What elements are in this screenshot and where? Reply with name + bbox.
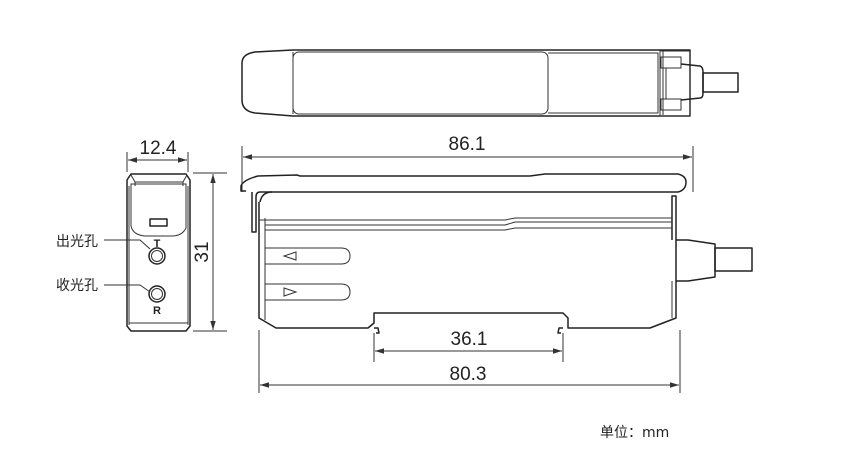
dimension-width: 12.4: [126, 138, 189, 172]
dimension-height: 31: [192, 172, 227, 332]
dimension-total-length-label: 86.1: [449, 134, 486, 155]
unit-label: 单位：mm: [600, 425, 669, 441]
top-view: [241, 49, 739, 117]
receiver-hole-label: 收光孔: [56, 278, 98, 294]
dimension-body-length: 80.3: [258, 330, 681, 393]
dimension-rail-width: 36.1: [373, 329, 564, 362]
dimension-total-length: 86.1: [241, 134, 694, 192]
dimension-body-length-label: 80.3: [450, 364, 487, 385]
dimension-width-label: 12.4: [140, 138, 177, 159]
dimension-height-label: 31: [192, 241, 213, 262]
receiver-mark: R: [153, 305, 161, 317]
side-view: T R 出光孔 收光孔: [56, 173, 191, 332]
front-view: [240, 173, 753, 334]
dimension-rail-width-label: 36.1: [451, 329, 488, 350]
emitter-mark: T: [154, 238, 161, 250]
emitter-hole-label: 出光孔: [56, 234, 98, 250]
